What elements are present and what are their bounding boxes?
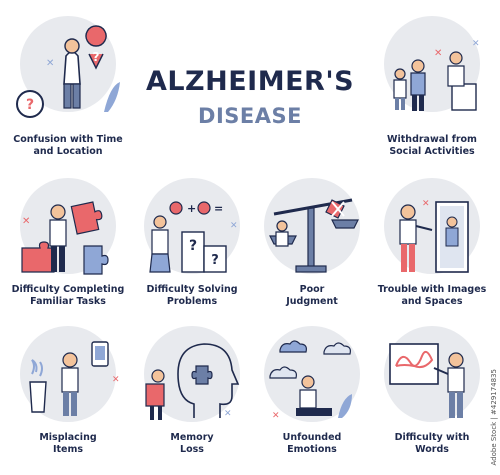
symptom-label: Difficulty Solving Problems (146, 284, 238, 307)
page-title: ALZHEIMER'S (145, 66, 355, 97)
svg-text:✕: ✕ (112, 375, 120, 385)
time-location-confusion-icon: ? ? ✕ (16, 25, 120, 118)
symptom-label: Misplacing Items (39, 432, 97, 455)
svg-text:?: ? (93, 50, 100, 64)
page-subtitle: DISEASE (198, 104, 302, 128)
symptom-label: Confusion with Time and Location (13, 134, 123, 157)
symptom-label: Trouble with Images and Spaces (377, 284, 487, 307)
balance-scale-icon (269, 198, 359, 273)
svg-text:✕: ✕ (22, 216, 30, 227)
svg-text:?: ? (26, 97, 34, 113)
svg-text:✕: ✕ (422, 199, 430, 209)
svg-text:✕: ✕ (46, 58, 54, 69)
svg-text:+: + (187, 202, 196, 215)
mirror-image-icon: ✕ (399, 199, 469, 273)
symptom-label: Memory Loss (170, 432, 214, 455)
symptom-label: Poor Judgment (286, 284, 338, 307)
svg-text:✕: ✕ (434, 48, 442, 59)
scribble-board-icon (389, 343, 465, 418)
symptom-label: Unfounded Emotions (282, 432, 342, 455)
svg-text:✕: ✕ (472, 39, 480, 49)
stock-watermark: Adobe Stock | #429174835 (490, 366, 498, 467)
svg-text:=: = (214, 202, 223, 215)
svg-text:✕: ✕ (230, 221, 238, 231)
svg-text:?: ? (189, 238, 197, 254)
lost-phone-icon: ✕ (29, 341, 120, 416)
social-withdrawal-icon: ✕ ✕ (393, 39, 480, 111)
puzzle-task-icon: ✕ (21, 201, 109, 275)
mood-clouds-icon: ✕ (269, 340, 352, 421)
math-problem-icon: + = ? ? ✕ (149, 201, 238, 273)
symptom-label: Withdrawal from Social Activities (387, 134, 477, 157)
svg-text:?: ? (211, 253, 219, 268)
symptom-label: Difficulty Completing Familiar Tasks (11, 284, 125, 307)
svg-text:✕: ✕ (224, 409, 232, 419)
svg-text:✕: ✕ (272, 411, 280, 421)
memory-puzzle-head-icon: ✕ (145, 343, 240, 420)
symptom-label: Difficulty with Words (394, 432, 470, 455)
